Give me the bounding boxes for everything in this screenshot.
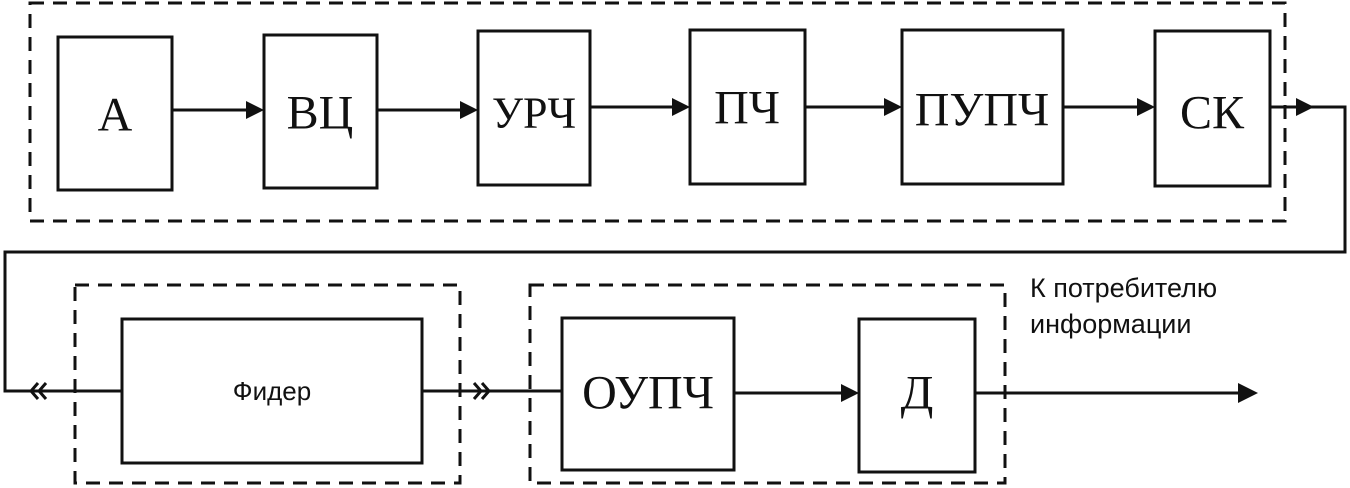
block-d-label: Д	[901, 367, 934, 420]
arrowhead-urch	[460, 101, 478, 119]
arrowhead-sk	[1137, 98, 1155, 116]
block-feeder-label: Фидер	[233, 376, 311, 406]
output-unit-frame	[528, 283, 1007, 485]
return-path-wire	[3, 105, 1347, 393]
block-a: А	[56, 35, 174, 192]
block-urch-label: УРЧ	[492, 89, 576, 138]
block-pch-label: ПЧ	[714, 82, 780, 135]
arrowhead-pupch	[884, 98, 902, 116]
block-urch: УРЧ	[476, 29, 592, 187]
block-sk-label: СК	[1180, 87, 1245, 140]
block-feeder: Фидер	[120, 317, 424, 465]
block-d: Д	[857, 317, 977, 474]
feeder-output-chevron-1	[472, 382, 483, 400]
receiver-unit-frame	[28, 1, 1287, 223]
block-pch: ПЧ	[688, 28, 807, 186]
arrowhead-d	[841, 384, 859, 402]
arrowhead-pch	[672, 98, 690, 116]
output-arrowhead	[1238, 383, 1258, 403]
block-sk: СК	[1153, 29, 1272, 188]
output-label-line1: К потребителю	[1030, 273, 1217, 303]
block-pupch-label: ПУПЧ	[915, 84, 1050, 137]
block-oupch-label: ОУПЧ	[582, 367, 714, 420]
block-a-label: А	[98, 89, 133, 142]
block-vc: ВЦ	[262, 33, 379, 190]
feeder-frame	[73, 283, 462, 485]
block-pupch: ПУПЧ	[900, 28, 1065, 186]
feeder-output-chevron-2	[480, 382, 491, 400]
block-oupch: ОУПЧ	[560, 316, 736, 472]
output-label-line2: информации	[1030, 309, 1191, 339]
block-vc-label: ВЦ	[287, 87, 354, 140]
arrowhead-vc	[246, 101, 264, 119]
